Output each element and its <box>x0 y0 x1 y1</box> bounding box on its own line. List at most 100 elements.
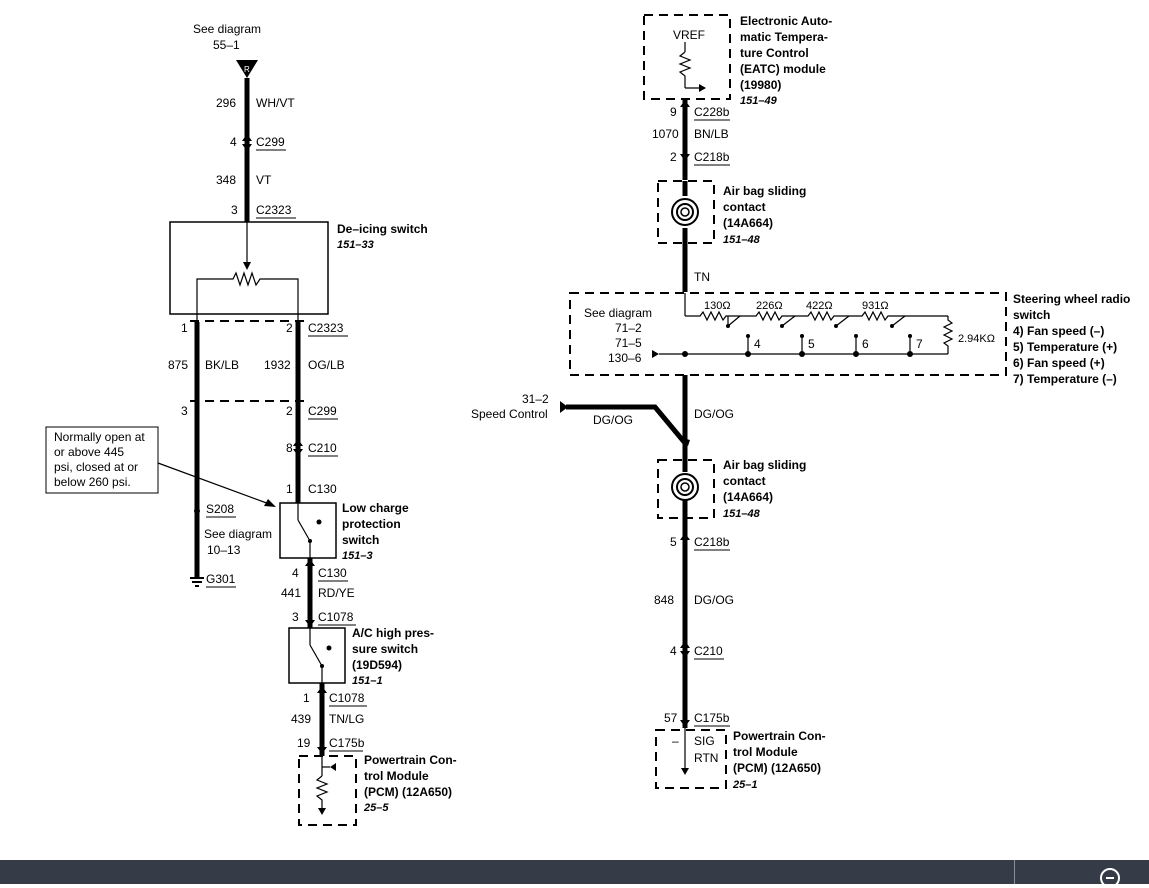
airbag-bottom-ref: 151–48 <box>723 508 761 520</box>
wire-color-vt: VT <box>256 173 272 187</box>
pcm-left-line-2: trol Module <box>364 769 429 783</box>
see-diagram-mid-ref: 10–13 <box>207 543 241 557</box>
pcm-left-ref: 25–5 <box>363 802 389 814</box>
speed-control-label: Speed Control <box>471 407 548 421</box>
connector-c175b: C175b <box>329 736 365 750</box>
eatc-ref: 151–49 <box>740 95 778 107</box>
speed-control-ref: 31–2 <box>522 392 549 406</box>
eatc-line-2: matic Tempera- <box>740 30 828 44</box>
swr-see-diagram: See diagram <box>584 306 652 320</box>
airbag-top-ref: 151–48 <box>723 234 761 246</box>
connector-c130-top: C130 <box>308 482 337 496</box>
airbag-bottom-line-3: (14A664) <box>723 490 773 504</box>
airbag-bottom-line-1: Air bag sliding <box>723 458 806 472</box>
connector-mark: R <box>244 65 250 74</box>
wire-color-tn: TN <box>694 270 710 284</box>
ground-g301: G301 <box>206 572 236 586</box>
swr-ref-1: 71–2 <box>615 321 642 335</box>
pcm-left-line-1: Powertrain Con- <box>364 753 457 767</box>
wire-color-bnlb: BN/LB <box>694 127 729 141</box>
vref-label: VREF <box>673 28 705 42</box>
circuit-848: 848 <box>654 593 674 607</box>
pcm-minus: – <box>672 734 679 748</box>
low-charge-line-2: protection <box>342 517 401 531</box>
note-line-1: Normally open at <box>54 430 145 444</box>
low-charge-line-1: Low charge <box>342 501 409 515</box>
res-931: 931Ω <box>862 300 889 312</box>
pin-5: 5 <box>670 535 677 549</box>
resistor-icon <box>678 51 692 88</box>
clockspring-icon <box>671 473 699 501</box>
deicing-switch-ref: 151–33 <box>337 239 374 251</box>
pin-arrow-icon <box>242 144 252 151</box>
connector-c2323-bottom: C2323 <box>308 321 344 335</box>
connector-c1078-bottom: C1078 <box>329 691 365 705</box>
pcm-right-box <box>655 729 727 789</box>
pcm-rtn: RTN <box>694 751 718 765</box>
circuit-1932: 1932 <box>264 358 291 372</box>
wire-color-dgog-right: DG/OG <box>694 407 734 421</box>
connector-c210: C210 <box>308 441 337 455</box>
pin-4-c130: 4 <box>292 566 299 580</box>
ac-high-line-2: sure switch <box>352 642 418 656</box>
pin-8: 8 <box>286 441 293 455</box>
resistor-ladder <box>685 310 948 322</box>
eatc-line-5: (19980) <box>740 78 781 92</box>
switch-4-label: 4 <box>754 337 761 351</box>
connector-c299-top: C299 <box>256 135 285 149</box>
pin-arrow-icon <box>242 134 252 141</box>
right-circuit: VREF Electronic Auto- matic Tempera- tur… <box>471 14 1130 791</box>
switch-contacts <box>682 315 913 357</box>
connector-c210-right: C210 <box>694 644 723 658</box>
swr-item-4: 4) Fan speed (–) <box>1013 324 1104 338</box>
wire-color-dgog-lower: DG/OG <box>694 593 734 607</box>
connector-c218b-bottom: C218b <box>694 535 730 549</box>
connector-c218b-top: C218b <box>694 150 730 164</box>
connector-c299-mid: C299 <box>308 404 337 418</box>
note-line-4: below 260 psi. <box>54 475 131 489</box>
wire-speed-control <box>566 404 687 445</box>
res-130: 130Ω <box>704 300 731 312</box>
wire-color-tnlg: TN/LG <box>329 712 364 726</box>
airbag-top-line-3: (14A664) <box>723 216 773 230</box>
resistor-icon <box>315 775 329 810</box>
ac-high-line-1: A/C high pres- <box>352 626 434 640</box>
res-294k: 2.94KΩ <box>958 333 995 345</box>
pcm-right-line-3: (PCM) (12A650) <box>733 761 821 775</box>
swr-title-line-2: switch <box>1013 308 1050 322</box>
deicing-switch-box <box>169 221 329 315</box>
ac-high-pressure-switch-box <box>288 627 346 684</box>
splice-s208: S208 <box>206 502 234 516</box>
low-charge-line-3: switch <box>342 533 379 547</box>
zoom-out-icon[interactable] <box>1100 868 1120 888</box>
eatc-line-3: ture Control <box>740 46 809 60</box>
ac-high-line-3: (19D594) <box>352 658 402 672</box>
pcm-right-line-2: trol Module <box>733 745 798 759</box>
see-diagram-mid-label: See diagram <box>204 527 272 541</box>
wiper-arrow-icon <box>243 262 251 270</box>
airbag-bottom-line-2: contact <box>723 474 766 488</box>
circuit-1070: 1070 <box>652 127 679 141</box>
swr-title-line-1: Steering wheel radio <box>1013 292 1130 306</box>
eatc-line-4: (EATC) module <box>740 62 826 76</box>
pcm-left-box <box>298 755 357 826</box>
pcm-right-line-1: Powertrain Con- <box>733 729 826 743</box>
circuit-875: 875 <box>168 358 188 372</box>
low-charge-ref: 151–3 <box>342 550 373 562</box>
pin-2: 2 <box>286 321 293 335</box>
swr-item-7: 7) Temperature (–) <box>1013 372 1117 386</box>
circuit-296: 296 <box>216 96 236 110</box>
circuit-348: 348 <box>216 173 236 187</box>
note-pointer-arrow <box>157 462 273 506</box>
circuit-441: 441 <box>281 586 301 600</box>
note-line-3: psi, closed at or <box>54 460 138 474</box>
pin-3-mid: 3 <box>181 404 188 418</box>
low-charge-switch-box <box>279 502 337 559</box>
res-422: 422Ω <box>806 300 833 312</box>
connector-c2323-top: C2323 <box>256 203 292 217</box>
switch-7-label: 7 <box>916 337 923 351</box>
wiring-diagram: See diagram 55–1 R 296 WH/VT 4 C299 348 … <box>45 14 1130 826</box>
swr-item-5: 5) Temperature (+) <box>1013 340 1117 354</box>
res-226: 226Ω <box>756 300 783 312</box>
wire-color-rdye: RD/YE <box>318 586 355 600</box>
